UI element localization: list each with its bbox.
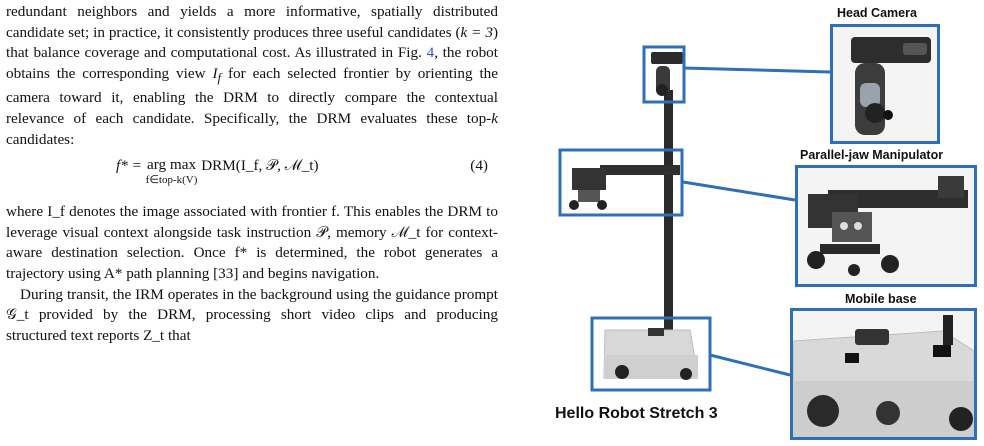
zoom-manipulator [795,165,977,287]
connector-base [709,353,791,377]
equation-op-sub: f∈top-k(V) [145,174,198,187]
label-manipulator: Parallel-jaw Manipulator [800,148,944,162]
connector-head [682,66,831,74]
head-outline [642,45,686,104]
manipulator-image [798,168,974,284]
equation-body: f* = arg max f∈top-k(V) DRM(I_f, 𝒫, ℳ_t) [116,156,319,187]
connector-manip [682,180,796,202]
p1-math-f-sub: f [217,70,222,85]
paragraph-1: redundant neighbors and yields a more in… [6,2,498,150]
p1-part-d: for each selected frontier by orienting … [6,64,498,127]
equation-lhs: f* = [116,157,142,175]
robot-figure: Head Camera Parallel-jaw Manipulator Mob… [540,0,984,446]
base-outline [590,316,712,392]
equation-number: (4) [470,157,488,175]
label-head-camera: Head Camera [837,6,917,20]
equation-argmax: arg max f∈top-k(V) [146,156,198,187]
label-robot-name: Hello Robot Stretch 3 [555,405,718,422]
manip-outline [558,148,684,217]
label-mobile-base: Mobile base [845,292,917,306]
p1-math-k: k [491,110,498,127]
paragraph-3: During transit, the IRM operates in the … [6,285,498,344]
robot-illustration [558,45,831,392]
p1-math-I: I [212,64,218,82]
equation-4: f* = arg max f∈top-k(V) DRM(I_f, 𝒫, ℳ_t)… [6,154,498,196]
zoom-mobile-base [790,308,977,440]
robot-arm [600,165,680,175]
p1-math-k3: k = 3 [460,23,493,41]
equation-op: arg max [146,156,197,174]
head-camera-image [833,27,937,141]
zoom-head-camera [830,24,940,144]
mobile-base-image [793,311,974,437]
paragraph-2: where I_f denotes the image associated w… [6,203,498,282]
equation-rhs: DRM(I_f, 𝒫, ℳ_t) [201,157,319,175]
p1-part-a: redundant neighbors and yields a more in… [6,3,498,41]
p1-part-c: , the robot obtains the corresponding vi… [6,44,498,82]
p1-part-b: ) that balance coverage and computationa… [6,23,498,62]
text-column: redundant neighbors and yields a more in… [6,2,498,346]
figure-link[interactable]: 4 [426,44,435,62]
p1-part-e: candidates: [6,130,75,148]
